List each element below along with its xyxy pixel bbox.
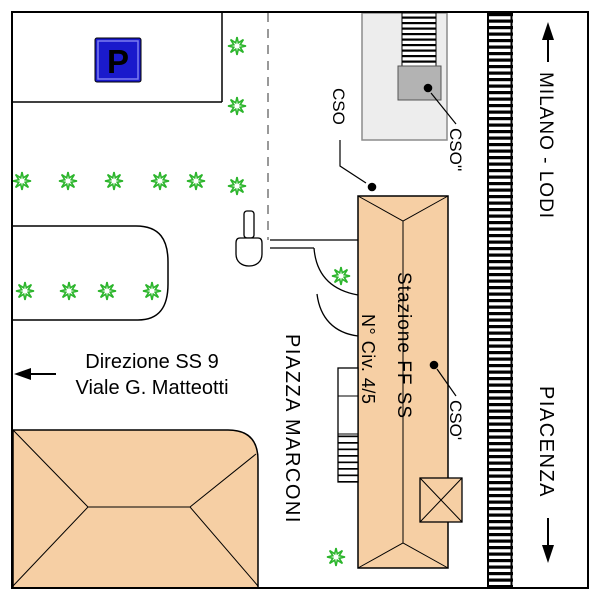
parking-lot-outline	[13, 13, 223, 103]
platform-stairs	[401, 12, 437, 67]
cso-leader-line	[339, 140, 367, 184]
piazza-building-roof	[12, 429, 259, 587]
milano-arrow-head	[542, 22, 554, 40]
parking-sign-label: P	[107, 43, 129, 80]
platform-shelter-box	[397, 65, 442, 101]
piacenza-arrow-head	[542, 545, 554, 563]
parking-sign-bevel	[97, 40, 139, 80]
cso-prime-leader-line	[436, 368, 457, 397]
parking-sign-plate	[94, 37, 142, 83]
railway-rails	[487, 13, 513, 587]
direction-label-line2: Viale G. Matteotti	[75, 377, 228, 399]
station-porch-lines	[338, 395, 358, 435]
cso-label: CSO	[329, 88, 348, 125]
road-loop-outline	[13, 225, 169, 321]
direction-arrow-icon	[14, 368, 56, 380]
cso-prime-label: CSO'	[446, 400, 465, 440]
fountain-basin	[235, 237, 263, 267]
piazza-marconi-label: PIAZZA MARCONI	[281, 334, 303, 524]
railway-ties	[487, 13, 513, 587]
walkway-arc-lower	[316, 293, 359, 337]
station-annex-roof	[419, 477, 463, 523]
parking-sign: P	[94, 37, 142, 83]
cso-double-prime-leader-line	[430, 92, 457, 125]
milano-direction-arrow-icon	[542, 22, 554, 62]
direction-label-line1: Direzione SS 9	[85, 351, 218, 373]
station-name-label: Stazione FF SS	[393, 272, 414, 419]
station-roof-lines	[357, 195, 449, 569]
piazza-building	[12, 429, 259, 589]
fountain-stem	[243, 210, 255, 239]
cso-double-prime-marker-dot	[423, 83, 433, 93]
cso-marker-dot	[367, 182, 377, 192]
cso-prime-marker-dot	[429, 360, 439, 370]
walkway-arc-upper	[313, 247, 359, 296]
milano-lodi-label: MILANO - LODI	[535, 72, 556, 219]
cso-double-prime-label: CSO''	[446, 128, 465, 171]
station-civic-number-label: N° Civ. 4/5	[358, 314, 378, 404]
map-border	[11, 11, 589, 589]
piacenza-direction-arrow-icon	[542, 518, 554, 563]
piacenza-label: PIACENZA	[535, 386, 557, 498]
station-porch-steps	[338, 434, 358, 482]
fountain-symbol	[235, 210, 263, 267]
direction-arrow-head	[14, 368, 31, 380]
